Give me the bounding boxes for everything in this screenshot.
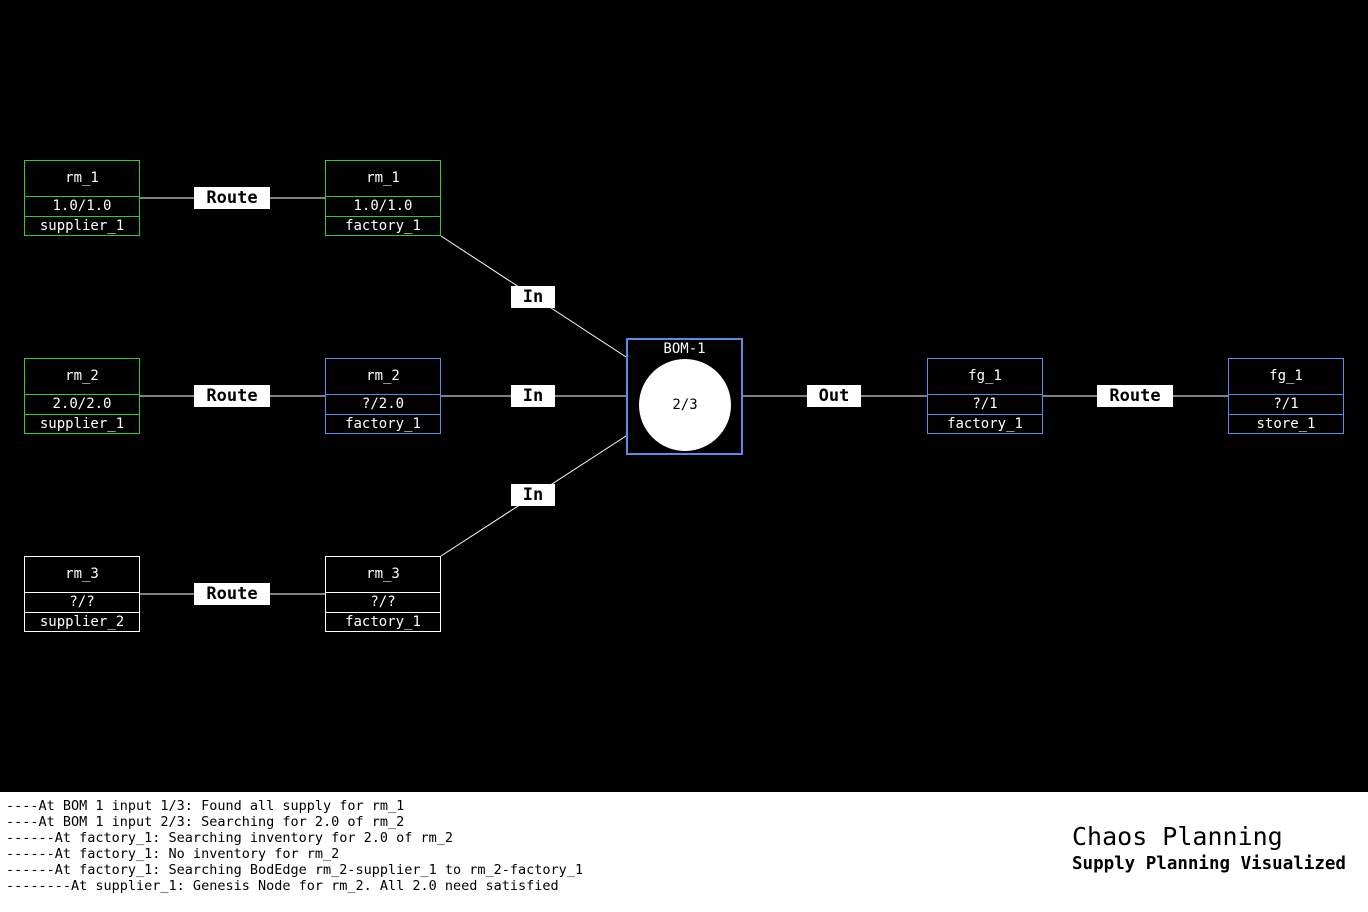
log-line: ------At factory_1: No inventory for rm_… [6, 846, 340, 862]
log-line: ----At BOM 1 input 1/3: Found all supply… [6, 798, 405, 814]
node-title: rm_1 [326, 161, 440, 197]
node-location: supplier_2 [39, 614, 125, 630]
node-location: factory_1 [947, 416, 1023, 432]
in-label-rm2[interactable]: In [511, 385, 555, 407]
bom-title: BOM-1 [663, 341, 706, 357]
node-rm1-supplier[interactable]: rm_1 1.0/1.0 supplier_1 [24, 160, 140, 236]
bom-ratio: 2/3 [672, 397, 698, 413]
node-location: store_1 [1256, 416, 1316, 432]
node-rm3-supplier[interactable]: rm_3 ?/? supplier_2 [24, 556, 140, 632]
brand-subtitle: Supply Planning Visualized [1072, 854, 1346, 874]
node-quantity: 2.0/2.0 [25, 395, 139, 415]
node-title: fg_1 [928, 359, 1042, 395]
node-quantity: ?/2.0 [326, 395, 440, 415]
status-panel: ----At BOM 1 input 1/3: Found all supply… [0, 792, 1368, 912]
node-location: supplier_1 [39, 416, 125, 432]
route-label-rm3[interactable]: Route [194, 583, 270, 605]
planning-log: ----At BOM 1 input 1/3: Found all supply… [6, 798, 583, 894]
node-location: factory_1 [345, 218, 421, 234]
node-location: factory_1 [345, 416, 421, 432]
out-label-bom[interactable]: Out [807, 385, 861, 407]
node-fg1-store[interactable]: fg_1 ?/1 store_1 [1228, 358, 1344, 434]
bom-progress-circle: 2/3 [639, 359, 731, 451]
bom-node[interactable]: BOM-1 2/3 [626, 338, 743, 455]
node-rm3-factory[interactable]: rm_3 ?/? factory_1 [325, 556, 441, 632]
node-title: rm_3 [25, 557, 139, 593]
in-label-rm3[interactable]: In [511, 484, 555, 506]
route-label-rm1[interactable]: Route [194, 187, 270, 209]
node-quantity: 1.0/1.0 [326, 197, 440, 217]
node-quantity: ?/1 [928, 395, 1042, 415]
node-title: rm_2 [25, 359, 139, 395]
node-location: factory_1 [345, 614, 421, 630]
brand-title: Chaos Planning [1072, 822, 1283, 851]
node-title: rm_2 [326, 359, 440, 395]
node-quantity: ?/? [25, 593, 139, 613]
graph-canvas: rm_1 1.0/1.0 supplier_1 rm_1 1.0/1.0 fac… [24, 160, 1344, 632]
log-line: ------At factory_1: Searching BodEdge rm… [6, 862, 584, 878]
node-rm2-factory[interactable]: rm_2 ?/2.0 factory_1 [325, 358, 441, 434]
log-line: ----At BOM 1 input 2/3: Searching for 2.… [6, 814, 405, 830]
node-rm1-factory[interactable]: rm_1 1.0/1.0 factory_1 [325, 160, 441, 236]
route-label-fg1[interactable]: Route [1097, 385, 1173, 407]
node-rm2-supplier[interactable]: rm_2 2.0/2.0 supplier_1 [24, 358, 140, 434]
node-quantity: 1.0/1.0 [25, 197, 139, 217]
log-line: --------At supplier_1: Genesis Node for … [6, 878, 559, 894]
route-label-rm2[interactable]: Route [194, 385, 270, 407]
log-line: ------At factory_1: Searching inventory … [6, 830, 454, 846]
brand-block: Chaos Planning Supply Planning Visualize… [1072, 822, 1346, 876]
node-fg1-factory[interactable]: fg_1 ?/1 factory_1 [927, 358, 1043, 434]
node-title: rm_1 [25, 161, 139, 197]
node-location: supplier_1 [39, 218, 125, 234]
node-quantity: ?/1 [1229, 395, 1343, 415]
node-quantity: ?/? [326, 593, 440, 613]
node-title: rm_3 [326, 557, 440, 593]
in-label-rm1[interactable]: In [511, 286, 555, 308]
node-title: fg_1 [1229, 359, 1343, 395]
